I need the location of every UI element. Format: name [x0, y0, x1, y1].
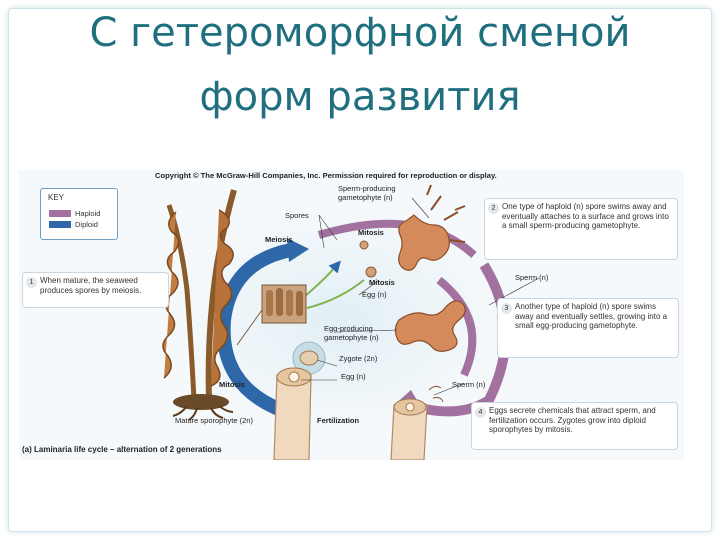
young-sporophyte-right-icon — [390, 385, 444, 460]
label-mitosis-bottom: Mitosis — [219, 380, 245, 389]
diploid-arc-arrow — [216, 243, 293, 417]
life-cycle-illustration — [162, 184, 540, 460]
step-text-3: Another type of haploid (n) spore swims … — [515, 302, 668, 330]
sperm-gametophyte-icon — [359, 184, 466, 271]
step-note-2: 2 One type of haploid (n) spore swims aw… — [484, 198, 678, 260]
label-fertilization: Fertilization — [317, 416, 360, 425]
haploid-arc-right — [436, 276, 477, 377]
label-mature-sporophyte: Mature sporophyte (2n) — [175, 416, 253, 425]
diploid-arrowhead — [287, 238, 309, 262]
step-number-3: 3 — [501, 303, 512, 314]
step-number-2: 2 — [488, 203, 499, 214]
label-zygote: Zygote (2n) — [339, 354, 378, 363]
label-egg-mid: Egg (n) — [362, 290, 387, 299]
sporophyte-seaweed-icon — [162, 189, 237, 421]
step-text-1: When mature, the seaweed produces spores… — [40, 276, 142, 295]
label-spores: Spores — [285, 211, 309, 220]
label-meiosis: Meiosis — [265, 235, 293, 244]
label-egg-low: Egg (n) — [341, 372, 366, 381]
figure-caption: (a) Laminaria life cycle – alternation o… — [22, 445, 222, 454]
copyright-notice: Copyright © The McGraw-Hill Companies, I… — [155, 171, 497, 180]
label-sperm-low: Sperm (n) — [452, 380, 486, 389]
slide-title-line-2: форм развития — [199, 74, 521, 120]
label-mitosis-mid: Mitosis — [369, 278, 395, 287]
legend-title: KEY — [48, 193, 65, 202]
egg-gametophyte-icon — [365, 266, 466, 352]
spore-arrow-2 — [306, 279, 365, 309]
diploid-label: Diploid — [75, 220, 98, 229]
step-number-4: 4 — [475, 407, 486, 418]
step-text-2: One type of haploid (n) spore swims away… — [502, 202, 669, 230]
label-mitosis-top: Mitosis — [358, 228, 384, 237]
label-sperm-gametophyte: Sperm-producing gametophyte (n) — [338, 184, 396, 202]
haploid-swatch — [49, 210, 71, 217]
spore-arrow-1 — [303, 260, 341, 298]
zygote-icon — [292, 341, 326, 375]
label-sperm-right: Sperm (n) — [515, 273, 549, 282]
laminaria-life-cycle-figure: Copyright © The McGraw-Hill Companies, I… — [19, 170, 684, 460]
diploid-swatch — [49, 221, 71, 228]
leader-lines — [301, 197, 540, 396]
slide-frame — [8, 8, 712, 532]
step-note-4: 4 Eggs secrete chemicals that attract sp… — [471, 402, 678, 450]
slide-title-line-1: С гетероморфной сменой — [89, 10, 631, 56]
label-egg-gametophyte: Egg-producing gametophyte (n) — [324, 324, 379, 342]
legend-key: KEY Haploid Diploid — [40, 188, 118, 240]
step-text-4: Eggs secrete chemicals that attract sper… — [489, 406, 656, 434]
step-note-1: 1 When mature, the seaweed produces spor… — [22, 272, 169, 308]
step-number-1: 1 — [26, 277, 37, 288]
step-note-3: 3 Another type of haploid (n) spore swim… — [497, 298, 679, 358]
young-sporophyte-left-icon — [273, 367, 312, 460]
sporangia-micrograph — [236, 284, 307, 346]
haploid-label: Haploid — [75, 209, 101, 218]
